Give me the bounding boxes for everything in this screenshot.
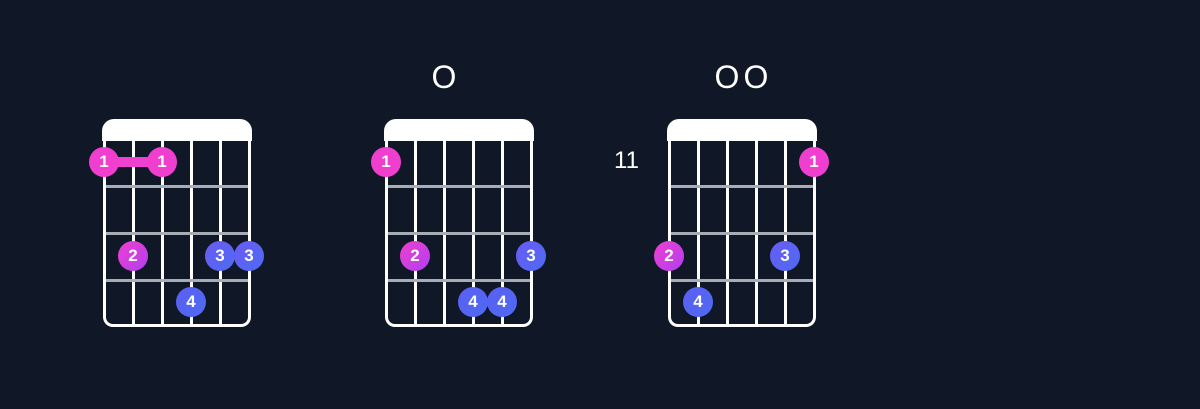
fret-line-1 (106, 185, 248, 188)
finger-dot: 3 (770, 241, 800, 271)
finger-dot: 4 (458, 287, 488, 317)
finger-dot: 1 (89, 147, 119, 177)
fret-line-3 (671, 279, 813, 282)
open-string-marker: O (431, 59, 457, 95)
nut (384, 119, 534, 141)
nut (102, 119, 252, 141)
finger-dot: 3 (205, 241, 235, 271)
finger-dot: 4 (176, 287, 206, 317)
fretboard-frame (668, 139, 816, 327)
open-string-marker: O (714, 59, 740, 95)
fret-position-label: 11 (614, 147, 639, 174)
nut (667, 119, 817, 141)
finger-dot: 1 (799, 147, 829, 177)
finger-dot: 1 (147, 147, 177, 177)
finger-dot: 2 (118, 241, 148, 271)
finger-dot: 4 (487, 287, 517, 317)
fretboard-frame (103, 139, 251, 327)
fret-line-2 (388, 232, 530, 235)
finger-dot: 2 (654, 241, 684, 271)
fret-line-2 (671, 232, 813, 235)
open-string-marker: O (743, 59, 769, 95)
finger-dot: 4 (683, 287, 713, 317)
fret-line-2 (106, 232, 248, 235)
fret-line-3 (388, 279, 530, 282)
fret-line-1 (671, 185, 813, 188)
fret-line-1 (388, 185, 530, 188)
fret-line-3 (106, 279, 248, 282)
finger-dot: 3 (234, 241, 264, 271)
finger-dot: 3 (516, 241, 546, 271)
finger-dot: 2 (400, 241, 430, 271)
finger-dot: 1 (371, 147, 401, 177)
fretboard-frame (385, 139, 533, 327)
barre-bar (104, 157, 162, 167)
